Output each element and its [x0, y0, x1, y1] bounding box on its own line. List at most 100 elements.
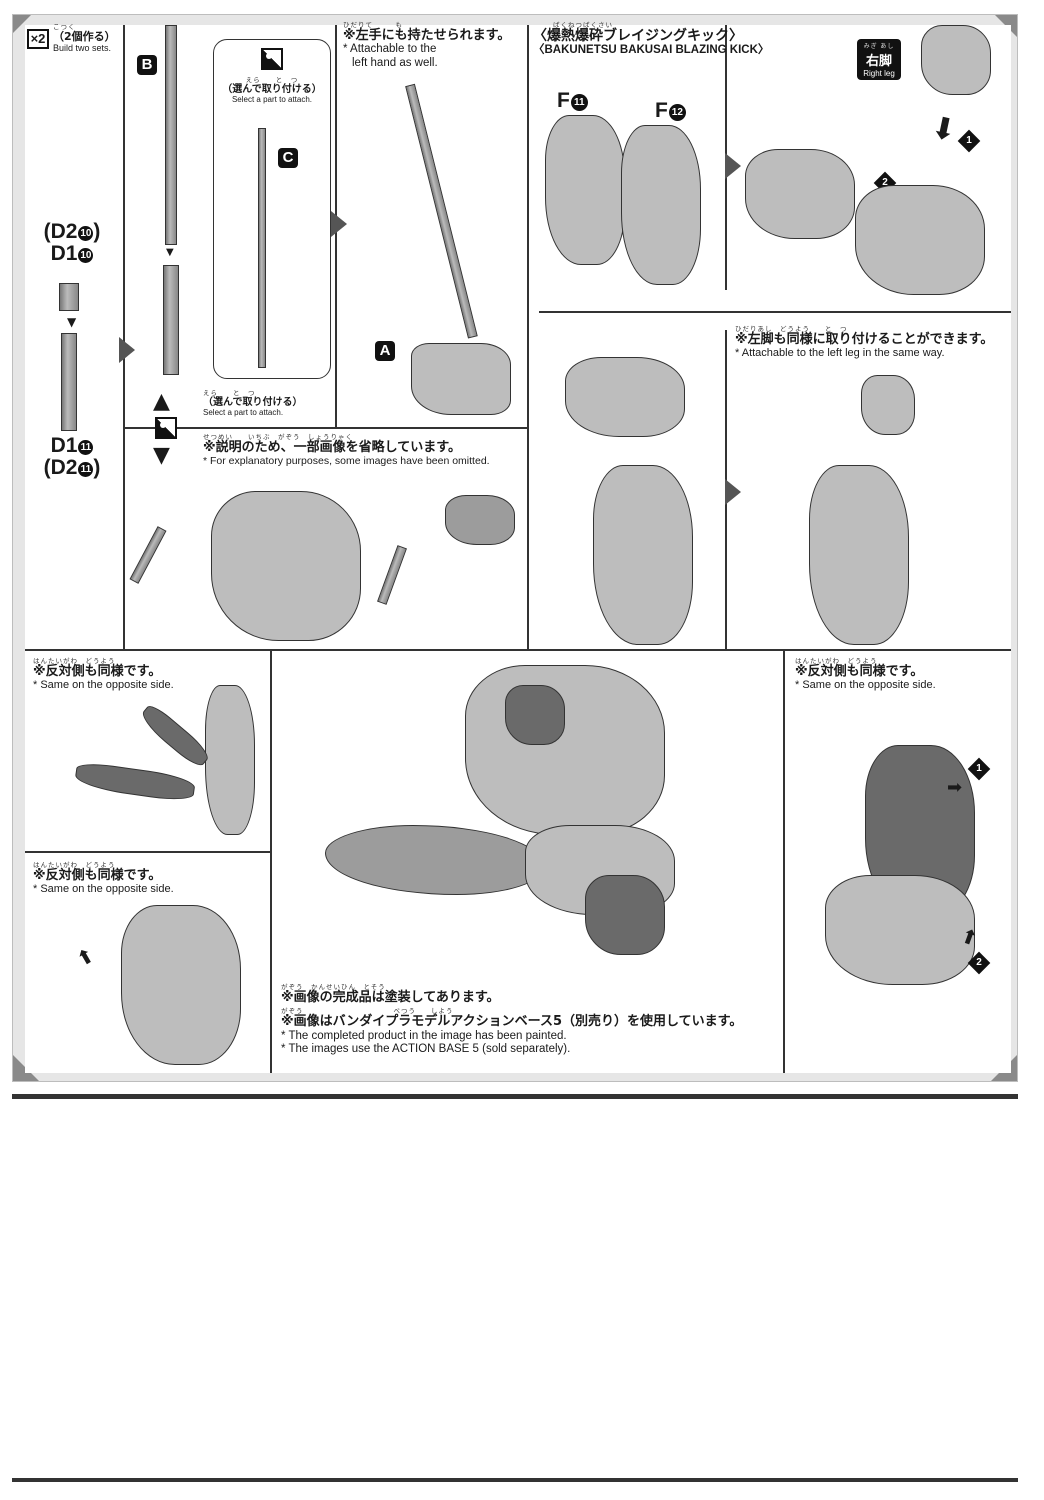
page-separator-rule [12, 1094, 1018, 1099]
select-part-ruby: えら と つ [203, 389, 256, 397]
down-arrow-icon: ▼ [166, 247, 174, 258]
opposite-jp: ※反対側も同様です。 [795, 664, 924, 679]
part-prefix: (D2 [43, 220, 78, 243]
part-letter: F [655, 99, 668, 122]
step-2-badge: 2 [967, 951, 991, 975]
part-index: 11 [570, 94, 588, 111]
select-part-box: えら と つ （選んで取り付ける） Select a part to attac… [213, 39, 331, 379]
omitted-note: せつめい いちぶ がぞう しょうりゃく ※説明のため、一部画像を省略しています。… [203, 431, 490, 468]
flaming-kick-leg-illustration [325, 825, 545, 895]
part-index: 10 [78, 226, 94, 241]
wing-blade-illustration [137, 701, 213, 771]
foot-assembly-illustration [809, 465, 909, 645]
painted-ruby-2: がぞう べつう しよう [281, 1007, 454, 1016]
step-1-badge: 1 [967, 757, 991, 781]
part-letter: F [557, 89, 570, 112]
painted-jp-1: ※画像の完成品は塗装してあります。 [281, 990, 500, 1005]
painted-ruby-1: がぞう かんせいひん とそう [281, 983, 386, 991]
left-hand-en-2: left hand as well. [352, 57, 438, 70]
painted-note: がぞう かんせいひん とそう ※画像の完成品は塗装してあります。 がぞう べつう… [281, 981, 742, 1057]
technique-en: 〈BAKUNETSU BAKUSAI BLAZING KICK〉 [533, 44, 770, 57]
divider [539, 311, 1011, 313]
part-label-b: B [137, 55, 157, 75]
divider [25, 851, 270, 853]
part-b-rod-illustration [165, 25, 177, 245]
right-leg-en: Right leg [863, 69, 895, 78]
foot-guard-illustration [745, 149, 855, 239]
opposite-en: * Same on the opposite side. [795, 679, 936, 692]
step-arrow-icon [331, 211, 347, 237]
divider [527, 25, 529, 649]
part-b-grip-illustration [163, 265, 179, 375]
opposite-jp: ※反対側も同様です。 [33, 664, 162, 679]
technique-jp: 〈爆熱爆砕ブレイジングキック〉 [533, 28, 743, 44]
part-suffix: ) [93, 220, 101, 243]
build-count-jp: （2個作る） [53, 30, 116, 43]
omitted-en: * For explanatory purposes, some images … [203, 455, 490, 468]
select-part-en: Select a part to attach. [203, 408, 284, 417]
up-arrow-icon: ⬆ [72, 942, 99, 972]
weapon-rod-illustration [405, 83, 478, 339]
step-arrow-icon [119, 337, 135, 363]
down-arrow-icon: ⬇ [927, 109, 960, 150]
technique-title: ばくねつばくさい 〈爆熱爆砕ブレイジングキック〉 〈BAKUNETSU BAKU… [533, 19, 769, 58]
part-index: 12 [668, 104, 686, 121]
part-d1-11-illustration [61, 333, 77, 431]
detail-part-illustration [445, 495, 515, 545]
robot-upper-body-illustration [465, 665, 665, 835]
select-part-lower-caption: えら と つ （選んで取り付ける） Select a part to attac… [203, 387, 303, 418]
part-label-a: A [375, 341, 395, 361]
arm-illustration [205, 685, 255, 835]
robot-arm-illustration [505, 685, 565, 745]
part-d1-10-illustration [59, 283, 79, 311]
part-suffix: ) [93, 456, 101, 480]
part-prefix: D1 [50, 242, 78, 266]
left-leg-note: ひだりあし どうよう と つ ※左脚も同様に取り付けることができます。 * At… [735, 323, 993, 360]
part-f12-illustration [621, 125, 701, 285]
build-count-note: こつく （2個作る） Build two sets. [53, 21, 116, 54]
part-index: 11 [78, 440, 94, 455]
omitted-ruby: せつめい いちぶ がぞう しょうりゃく [203, 433, 353, 441]
step-arrow-icon [725, 479, 741, 505]
omitted-jp: ※説明のため、一部画像を省略しています。 [203, 440, 461, 455]
step-number: 2 [976, 957, 982, 968]
opposite-ruby: はんたいがわ どうよう [795, 657, 878, 665]
painted-jp-2: ※画像はバンダイプラモデルアクションベース5（別売り）を使用しています。 [281, 1014, 743, 1030]
right-arrow-icon: ➡ [947, 777, 963, 798]
step-number: 1 [966, 135, 972, 146]
part-c-rod-illustration [258, 128, 266, 368]
robot-skirt-illustration [585, 875, 665, 955]
select-part-en: Select a part to attach. [231, 95, 313, 104]
left-hand-note: ひだりて も ※左手にも持たせられます。 * Attachable to the… [343, 19, 510, 71]
leg-upper-illustration [861, 375, 915, 435]
leg-part-illustration [121, 905, 241, 1065]
step-number: 1 [976, 763, 982, 774]
select-part-ruby: えら と つ [245, 76, 299, 84]
left-leg-en: * Attachable to the left leg in the same… [735, 347, 945, 360]
select-part-icon [261, 48, 283, 70]
opposite-jp: ※反対側も同様です。 [33, 868, 162, 883]
step-1-badge: 1 [957, 129, 981, 153]
foot-illustration [855, 185, 985, 295]
select-part-caption: えら と つ （選んで取り付ける） Select a part to attac… [214, 74, 330, 105]
select-part-jp: （選んで取り付ける） [222, 84, 322, 95]
right-leg-ruby: みぎ あし [863, 44, 895, 50]
opposite-en: * Same on the opposite side. [33, 679, 174, 692]
opposite-note-2: はんたいがわ どうよう ※反対側も同様です。 * Same on the opp… [33, 859, 174, 896]
swap-arrow-up-icon: ▲ [153, 389, 170, 414]
foot-guard-rotate-illustration [565, 357, 685, 437]
part-prefix: D1 [50, 434, 78, 457]
down-arrow-icon: ▼ [67, 315, 77, 329]
part-f11-illustration [545, 115, 625, 265]
part-index: 10 [78, 248, 94, 264]
build-count-ruby: こつく [53, 23, 76, 31]
left-leg-jp: ※左脚も同様に取り付けることができます。 [735, 332, 994, 347]
